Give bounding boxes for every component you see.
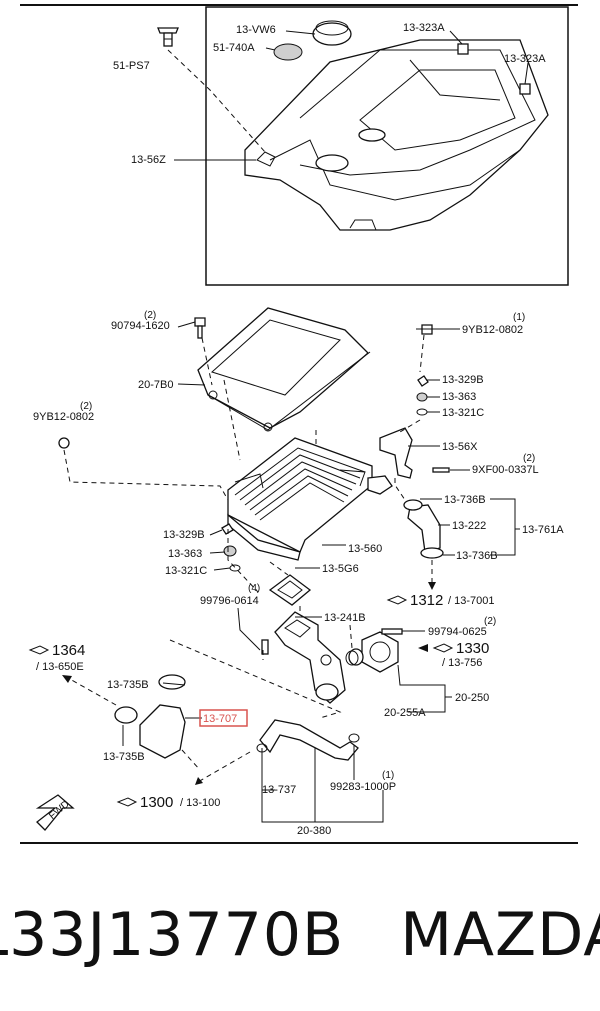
label-13323a-right: 13-323A	[504, 53, 546, 65]
intercooler-leaders	[63, 321, 520, 823]
label-ref-1300: 1300	[140, 794, 173, 811]
cap-13vw6-icon	[312, 20, 352, 46]
label-13100: / 13-100	[180, 797, 220, 809]
label-20380: 20-380	[297, 825, 331, 837]
gasket-135g6-drawing	[268, 574, 312, 606]
label-1356z: 13-56Z	[131, 154, 166, 166]
label-9yb12-left: 9YB12-0802	[33, 411, 94, 423]
label-207b0: 20-7B0	[138, 379, 173, 391]
label-90794: 90794-1620	[111, 320, 170, 332]
label-13363-left: 13-363	[168, 548, 202, 560]
label-137001: / 13-7001	[448, 595, 494, 607]
label-51740a: 51-740A	[213, 42, 255, 54]
label-13756: / 13-756	[442, 657, 482, 669]
label-13735b-top: 13-735B	[107, 679, 149, 691]
label-13241b: 13-241B	[324, 612, 366, 624]
label-ref-1312: 1312	[410, 592, 443, 609]
hose-13222-drawing	[403, 499, 444, 559]
label-13650e: / 13-650E	[36, 661, 84, 673]
brand-name: MAZDA	[400, 900, 600, 970]
label-13323a-top: 13-323A	[403, 22, 445, 34]
caption-bar: L33J13770B MAZDA	[0, 880, 600, 990]
label-13222: 13-222	[452, 520, 486, 532]
label-9yb12-top: 9YB12-0802	[462, 324, 523, 336]
label-9yb12-top-qty: (1)	[513, 312, 525, 323]
label-1356x: 13-56X	[442, 441, 478, 453]
hand-pointer-icon	[28, 645, 50, 655]
parts-diagram: 51-PS7 13-VW6 51-740A 13-323A 13-323A 13…	[20, 4, 578, 844]
air-duct-207b0-drawing	[197, 307, 371, 432]
label-13363-right: 13-363	[442, 391, 476, 403]
label-9xf00: 9XF00-0337L	[472, 464, 539, 476]
label-13560: 13-560	[348, 543, 382, 555]
engine-cover-drawing	[244, 39, 549, 231]
label-99794-0625: 99794-0625	[428, 626, 487, 638]
pipe-20380-drawing	[256, 719, 360, 761]
label-20250: 20-250	[455, 692, 489, 704]
label-13707-highlighted[interactable]: 13-707	[203, 713, 237, 725]
intercooler-13560-drawing	[227, 437, 393, 561]
label-99796: 99796-0614	[200, 595, 259, 607]
arrow-left-icon	[62, 675, 72, 683]
label-90794-qty: (2)	[144, 310, 156, 321]
label-13vw6: 13-VW6	[236, 24, 276, 36]
label-13736b-top: 13-736B	[444, 494, 486, 506]
label-13761a: 13-761A	[522, 524, 564, 536]
label-ref-1364: 1364	[52, 642, 85, 659]
label-99283: 99283-1000P	[330, 781, 396, 793]
ref-1330[interactable]: 1330 / 13-756	[432, 640, 489, 669]
label-ref-1330: 1330	[456, 640, 489, 657]
throttle-body-20250-drawing	[348, 631, 399, 673]
label-20255a: 20-255A	[384, 707, 426, 719]
plug-51740a-icon	[273, 43, 303, 61]
arrow-downleft-icon	[195, 777, 203, 785]
ref-1312[interactable]: 1312 / 13-7001	[386, 592, 494, 609]
ref-1364[interactable]: 1364 / 13-650E	[28, 642, 85, 673]
label-9yb12-left-qty: (2)	[80, 401, 92, 412]
bolt-51ps7-icon	[157, 27, 179, 47]
label-9xf00-qty: (2)	[523, 453, 535, 464]
label-51ps7: 51-PS7	[113, 60, 150, 72]
ref-1300[interactable]: 1300 / 13-100	[116, 794, 220, 811]
label-13321c-right: 13-321C	[442, 407, 484, 419]
arrow-right-icon	[418, 644, 428, 652]
highlight-13707-box	[199, 709, 248, 727]
fwd-arrow-icon	[35, 794, 75, 831]
label-99794-qty: (2)	[484, 616, 496, 627]
label-13736b-bottom: 13-736B	[456, 550, 498, 562]
label-13737: 13-737	[262, 784, 296, 796]
hand-pointer-icon	[432, 643, 454, 653]
part-number: L33J13770B	[0, 900, 345, 970]
hand-pointer-icon	[116, 797, 138, 807]
hand-pointer-icon	[386, 595, 408, 605]
label-13321c-left: 13-321C	[165, 565, 207, 577]
label-99796-qty: (4)	[248, 583, 260, 594]
engine-cover-frame	[205, 6, 569, 286]
label-13329b-right: 13-329B	[442, 374, 484, 386]
intake-pipe-13241b-drawing	[274, 611, 346, 704]
label-13329b-left: 13-329B	[163, 529, 205, 541]
bracket-1356x-drawing	[379, 427, 413, 479]
label-135g6: 13-5G6	[322, 563, 359, 575]
label-99283-qty: (1)	[382, 770, 394, 781]
hose-13707-drawing	[114, 674, 186, 759]
arrow-down-icon	[428, 582, 436, 590]
engine-cover-leaders	[167, 30, 529, 161]
label-13735b-bottom: 13-735B	[103, 751, 145, 763]
